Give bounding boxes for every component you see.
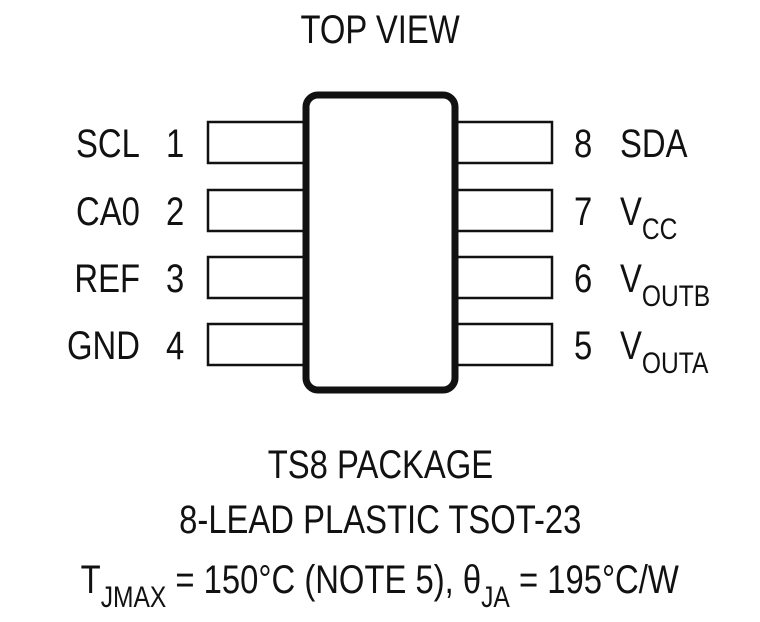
pin-name-6-subscript: OUTB (641, 280, 711, 313)
pin-number-2: 2 (165, 190, 185, 234)
pin-name-2: CA0 (76, 190, 140, 234)
tj-subscript: JMAX (100, 581, 167, 614)
lead-5 (453, 322, 554, 367)
pin-name-4: GND (67, 324, 140, 368)
package-name: TS8 PACKAGE (267, 443, 493, 487)
pin-name-5-subscript: OUTA (641, 347, 709, 380)
diagram-title: TOP VIEW (300, 8, 460, 52)
pin-name-7-subscript: CC (641, 213, 678, 246)
thermal-specification: TJMAX = 150°C (NOTE 5), θJA = 195°C/W (0, 558, 760, 613)
pin-number-7: 7 (573, 190, 593, 234)
theta-value: = 195°C/W (510, 558, 680, 602)
pin-number-1: 1 (165, 122, 185, 166)
lead-4 (206, 322, 307, 367)
lead-7 (453, 188, 554, 233)
pin-name-6: VOUTB (620, 257, 711, 313)
theta-symbol: θ (463, 558, 482, 602)
tj-value: = 150°C (NOTE 5), (166, 558, 464, 602)
package-body (302, 91, 459, 394)
pin-name-7: VCC (620, 190, 678, 246)
lead-1 (206, 120, 307, 165)
pin-name-1: SCL (76, 122, 140, 166)
tj-symbol: T (80, 558, 101, 602)
lead-3 (206, 255, 307, 300)
theta-subscript: JA (481, 581, 511, 614)
pin-name-8: SDA (620, 122, 688, 166)
pin-name-5: VOUTA (620, 324, 709, 380)
lead-8 (453, 120, 554, 165)
pin-number-4: 4 (165, 324, 185, 368)
pin-number-6: 6 (573, 257, 593, 301)
pin-number-8: 8 (573, 122, 593, 166)
package-description: 8-LEAD PLASTIC TSOT-23 (178, 498, 582, 542)
lead-2 (206, 188, 307, 233)
pin-number-3: 3 (165, 257, 185, 301)
pin-number-5: 5 (573, 324, 593, 368)
lead-6 (453, 255, 554, 300)
pin-name-3: REF (74, 257, 140, 301)
